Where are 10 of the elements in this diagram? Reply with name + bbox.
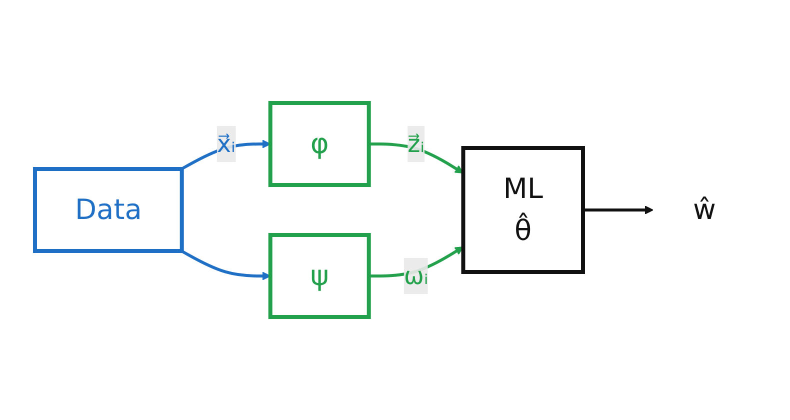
flow-diagram: x⃗ᵢ z⃗ᵢ ωᵢ Data φ ψ ML θ̂ ŵ <box>26 95 764 325</box>
edge-label: x⃗ᵢ <box>216 130 235 158</box>
node-box <box>32 167 184 253</box>
node-text: ŵ <box>692 193 716 226</box>
edge-label: z⃗ᵢ <box>407 130 424 158</box>
node-box <box>268 233 370 319</box>
node-box <box>268 101 370 187</box>
arrow <box>582 206 653 214</box>
node-box <box>460 146 585 274</box>
edge-label: ωᵢ <box>403 262 428 290</box>
